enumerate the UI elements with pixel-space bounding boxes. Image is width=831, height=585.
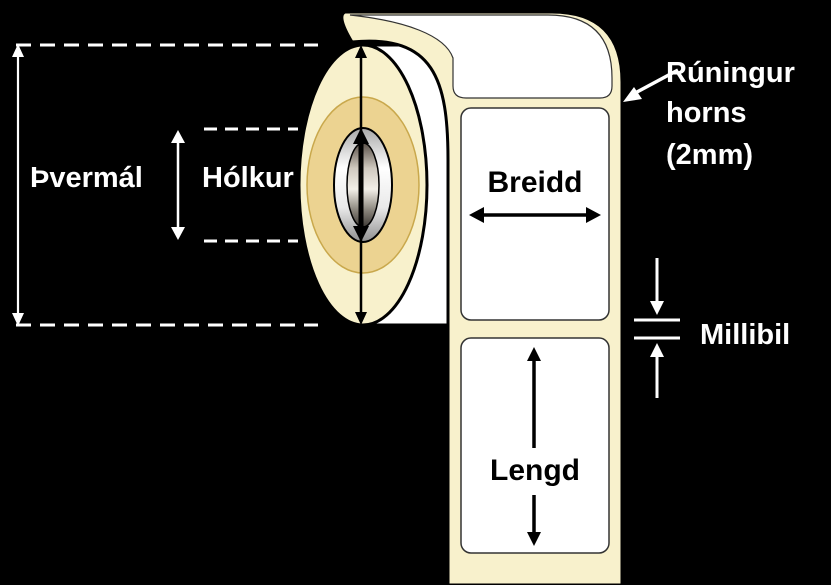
core-dimension-arrow (171, 130, 185, 240)
length-arrow-bottom (527, 495, 541, 546)
width-arrow (469, 207, 601, 223)
corner-pointer-arrow (623, 68, 679, 102)
core-diameter-arrow (353, 128, 369, 242)
strip-top-label-partial (349, 14, 613, 99)
corner-note-line1: Rúningur (666, 57, 795, 89)
diameter-label: Þvermál (30, 162, 143, 194)
core-label: Hólkur (202, 162, 294, 194)
gap-label: Millibil (700, 319, 790, 351)
diameter-dimension-arrow (12, 44, 24, 326)
length-label: Lengd (490, 454, 580, 487)
length-arrow-top (527, 347, 541, 448)
gap-arrow-down (650, 258, 664, 315)
gap-arrow-up (650, 343, 664, 398)
width-label: Breidd (487, 166, 582, 199)
corner-note-line2: horns (666, 97, 747, 129)
corner-note-line3: (2mm) (666, 139, 753, 171)
